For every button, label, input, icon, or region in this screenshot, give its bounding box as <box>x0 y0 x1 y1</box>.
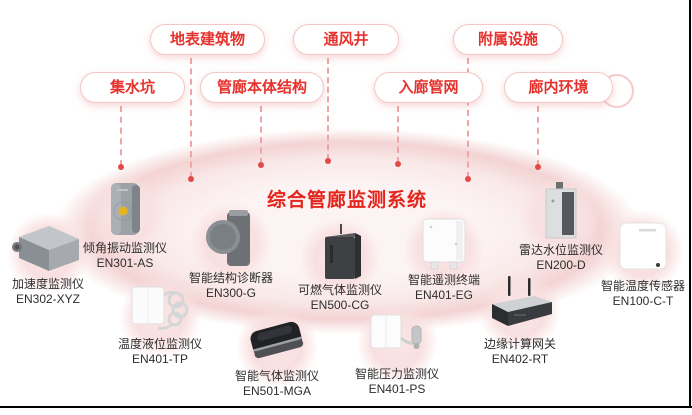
device-model: EN500-CG <box>310 298 370 312</box>
device-accelerometer: 加速度监测仪 EN302-XYZ <box>0 212 108 307</box>
connector-line <box>325 58 331 164</box>
device-model: EN401-EG <box>414 288 474 302</box>
connector-line <box>118 106 124 170</box>
device-radar-water-level-monitor: 雷达水位监测仪 EN200-D <box>501 176 621 273</box>
tilt-vibration-monitor-icon <box>111 183 140 235</box>
system-title: 综合管廊监测系统 <box>266 190 427 211</box>
device-smart-gas-monitor: 智能气体监测仪 EN501-MGA <box>217 306 337 399</box>
category-pill-incoming-pipe-network: 入廊管网 <box>374 72 483 103</box>
connector-line <box>535 106 541 170</box>
category-pill-auxiliary-facilities: 附属设施 <box>453 24 563 55</box>
category-pill-ventilation-shaft: 通风井 <box>293 24 399 55</box>
telemetry-terminal-icon <box>422 218 466 270</box>
radar-water-level-monitor-icon <box>545 182 577 239</box>
device-model: EN401-PS <box>368 382 426 396</box>
device-tilt-vibration-monitor: 倾角振动监测仪 EN301-AS <box>65 174 185 271</box>
smart-pressure-monitor-icon <box>370 314 422 349</box>
device-name: 可燃气体监测仪 <box>297 283 382 297</box>
smart-temperature-sensor-icon <box>619 222 667 270</box>
connector-line <box>188 58 194 182</box>
device-model: EN402-RT <box>491 352 549 366</box>
edge-computing-gateway-icon <box>492 276 552 326</box>
category-pill-sump-pit: 集水坑 <box>80 72 185 103</box>
device-name: 智能压力监测仪 <box>354 367 439 381</box>
device-name: 智能气体监测仪 <box>234 369 319 383</box>
device-name: 加速度监测仪 <box>11 277 84 291</box>
device-name: 智能结构诊断器 <box>188 271 273 285</box>
structure-diagnoser-icon <box>206 210 250 266</box>
device-structure-diagnoser: 智能结构诊断器 EN300-G <box>171 202 291 301</box>
connector-line <box>465 58 471 182</box>
device-model: EN501-MGA <box>242 384 312 398</box>
device-name: 智能遥测终端 <box>407 273 480 287</box>
device-edge-computing-gateway: 边缘计算网关 EN402-RT <box>460 270 580 367</box>
device-smart-pressure-monitor: 智能压力监测仪 EN401-PS <box>337 302 457 397</box>
device-combustible-gas-monitor: 可燃气体监测仪 EN500-CG <box>280 218 400 313</box>
device-model: EN200-D <box>536 258 586 272</box>
image-border-bottom <box>0 406 692 408</box>
device-name: 温度液位监测仪 <box>117 337 202 351</box>
device-model: EN301-AS <box>96 256 154 270</box>
image-border-right <box>689 0 691 408</box>
device-name: 智能温度传感器 <box>600 279 685 293</box>
category-pill-surface-buildings: 地表建筑物 <box>150 24 265 55</box>
combustible-gas-monitor-icon <box>325 224 361 279</box>
category-pill-gallery-environment: 廊内环境 <box>504 72 613 103</box>
connector-line <box>395 106 401 167</box>
device-model: EN300-G <box>205 286 257 300</box>
device-smart-temperature-sensor: 智能温度传感器 EN100-C-T <box>583 210 692 309</box>
device-model: EN100-C-T <box>612 294 674 308</box>
device-name: 倾角振动监测仪 <box>82 241 167 255</box>
device-name: 雷达水位监测仪 <box>518 243 603 257</box>
device-model: EN302-XYZ <box>15 292 81 306</box>
connector-line <box>258 106 264 168</box>
smart-gas-monitor-icon <box>250 321 304 359</box>
device-temperature-liquid-level-monitor: 温度液位监测仪 EN401-TP <box>100 276 220 367</box>
accelerometer-icon <box>12 226 79 271</box>
device-name: 边缘计算网关 <box>483 337 556 351</box>
device-model: EN401-TP <box>131 352 189 366</box>
category-pill-gallery-structure: 管廊本体结构 <box>200 72 324 103</box>
temperature-liquid-level-monitor-icon <box>131 286 189 330</box>
device-telemetry-terminal: 智能遥测终端 EN401-EG <box>384 208 504 303</box>
